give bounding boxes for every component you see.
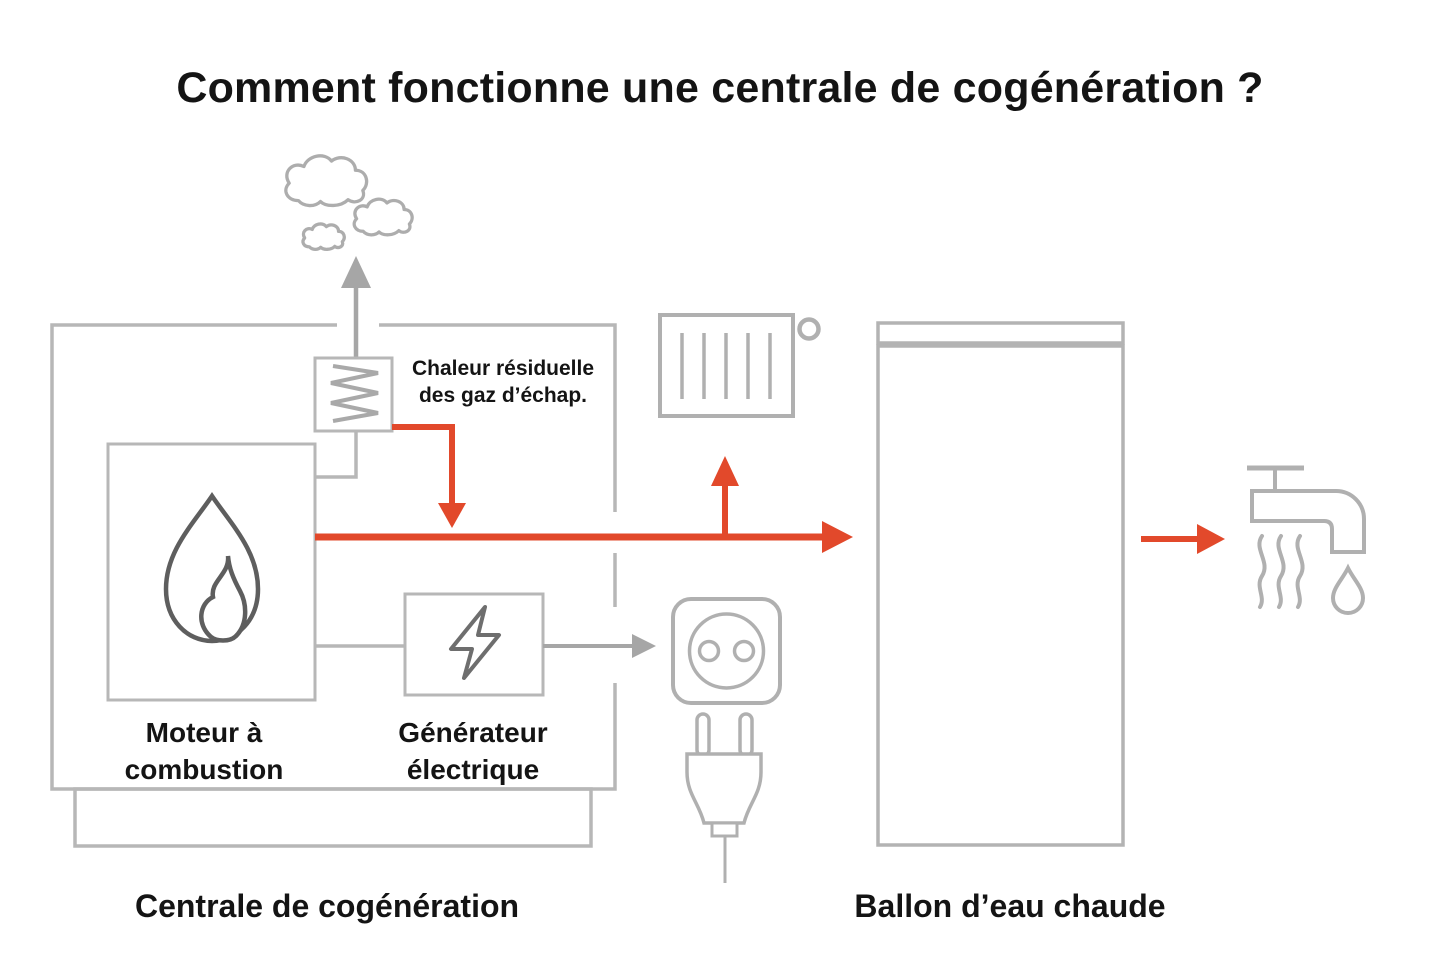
electric-generator-box xyxy=(403,592,545,697)
radiator-icon xyxy=(658,313,821,418)
electricity-arrow xyxy=(543,634,656,658)
power-plug-icon xyxy=(685,712,763,883)
combustion-engine-label: Moteur à combustion xyxy=(96,714,312,788)
cogeneration-unit-base xyxy=(73,787,593,848)
heat-tap-arrow xyxy=(1141,524,1225,554)
steam-icon xyxy=(1257,534,1305,609)
flame-icon xyxy=(163,491,261,644)
lightning-icon xyxy=(449,605,501,680)
heat-flow-pipes xyxy=(315,424,1225,554)
waste-heat-label-line1: Chaleur résiduelle xyxy=(411,357,595,380)
waste-heat-pipe xyxy=(392,424,466,528)
heat-exchanger-coil-icon xyxy=(330,364,379,423)
waste-heat-label-line2: des gaz d’échap. xyxy=(418,384,588,407)
water-drop-icon xyxy=(1330,563,1366,615)
electric-generator-label-line1: Générateur xyxy=(398,717,548,748)
heat-exchanger-box xyxy=(313,356,394,433)
exhaust-arrow xyxy=(341,256,371,358)
power-outlet-icon xyxy=(671,597,782,705)
hot-water-tank xyxy=(876,321,1125,847)
heat-main-pipe xyxy=(315,521,853,553)
exhaust-pipe xyxy=(316,431,358,479)
cogeneration-unit-box xyxy=(50,323,617,848)
cogeneration-plant-caption: Centrale de cogénération xyxy=(134,888,520,924)
hot-water-tank-caption: Ballon d’eau chaude xyxy=(854,888,1166,924)
heat-radiator-branch xyxy=(711,456,739,537)
hot-water-tap-icon xyxy=(1247,465,1366,615)
page-title: Comment fonctionne une centrale de cogén… xyxy=(176,64,1264,112)
combustion-engine-box xyxy=(106,442,317,702)
waste-heat-label: Chaleur résiduelle des gaz d’échap. xyxy=(396,355,610,409)
tank-body xyxy=(876,344,1125,847)
combustion-engine-label-line1: Moteur à xyxy=(145,717,263,748)
electric-generator-label: Générateur électrique xyxy=(366,714,580,788)
exhaust-clouds-icon xyxy=(284,154,414,252)
tank-lid xyxy=(876,321,1125,345)
electric-generator-label-line2: électrique xyxy=(406,754,540,785)
combustion-engine-label-line2: combustion xyxy=(124,754,284,785)
